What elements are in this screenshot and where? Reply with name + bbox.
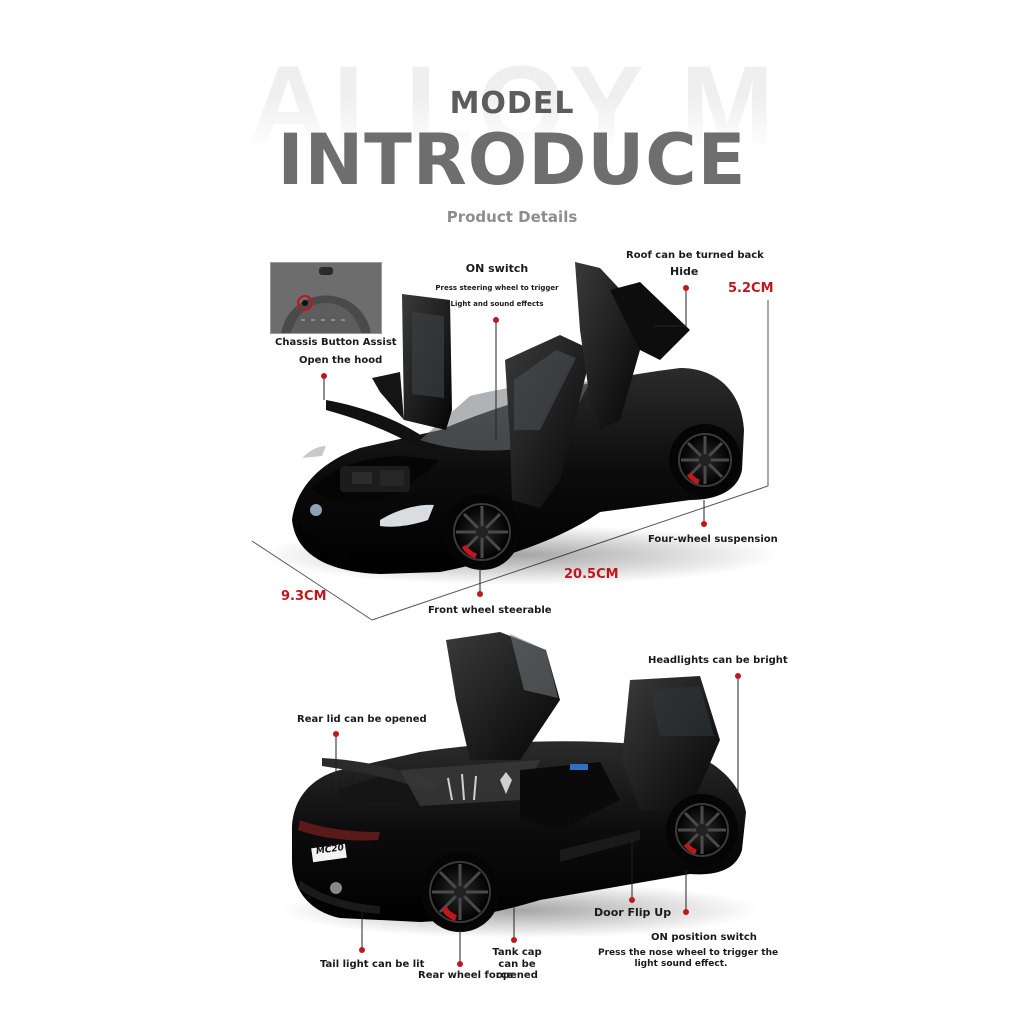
dimension-width: 9.3CM	[281, 589, 327, 604]
dimension-height: 5.2CM	[728, 281, 774, 296]
bottom-rear-wheel	[420, 852, 500, 932]
top-rear-wheel	[669, 424, 741, 496]
bottom-callout-dots	[333, 673, 741, 967]
label-door-flip: Door Flip Up	[594, 906, 672, 919]
label-suspension: Four-wheel suspension	[648, 534, 778, 545]
watermark-fade	[240, 96, 784, 176]
label-chassis-button: Chassis Button Assist	[275, 337, 397, 348]
chassis-button-marker	[297, 295, 313, 311]
label-roof-line2: Hide	[670, 265, 699, 278]
bottom-callouts	[335, 676, 739, 964]
label-tank-cap-line1: Tank cap	[492, 947, 542, 958]
top-callouts	[323, 288, 705, 594]
subtitle-product-details: Product Details	[446, 208, 578, 226]
label-on-position-line2: light sound effect.	[634, 959, 728, 969]
chassis-inset-photo	[270, 262, 382, 334]
label-on-position: ON position switch	[651, 932, 757, 943]
top-car-body	[292, 262, 744, 574]
label-on-position-line1: Press the nose wheel to trigger the	[598, 948, 779, 958]
top-front-wheel	[444, 494, 520, 570]
label-on-switch-line1: Press steering wheel to trigger	[435, 284, 559, 292]
title-model: MODEL	[449, 86, 575, 121]
title-introduce: INTRODUCE	[277, 119, 747, 201]
label-tank-cap-line2: can be	[498, 959, 536, 970]
label-rear-lid: Rear lid can be opened	[297, 714, 427, 725]
label-on-switch: ON switch	[465, 262, 529, 275]
label-tank-cap-line3: opened	[496, 970, 538, 981]
bottom-car-body	[292, 632, 746, 922]
label-roof-line1: Roof can be turned back	[626, 250, 764, 261]
label-front-wheel: Front wheel steerable	[428, 605, 552, 616]
label-headlights: Headlights can be bright	[648, 655, 788, 666]
bottom-front-wheel	[666, 794, 738, 866]
label-open-hood: Open the hood	[299, 355, 383, 366]
top-callout-dots	[321, 285, 707, 597]
dimension-length: 20.5CM	[564, 567, 619, 582]
label-rear-wheel: Rear wheel force	[418, 970, 514, 981]
label-on-switch-line2: Light and sound effects	[450, 300, 544, 308]
label-tail-light: Tail light can be lit	[320, 959, 425, 970]
